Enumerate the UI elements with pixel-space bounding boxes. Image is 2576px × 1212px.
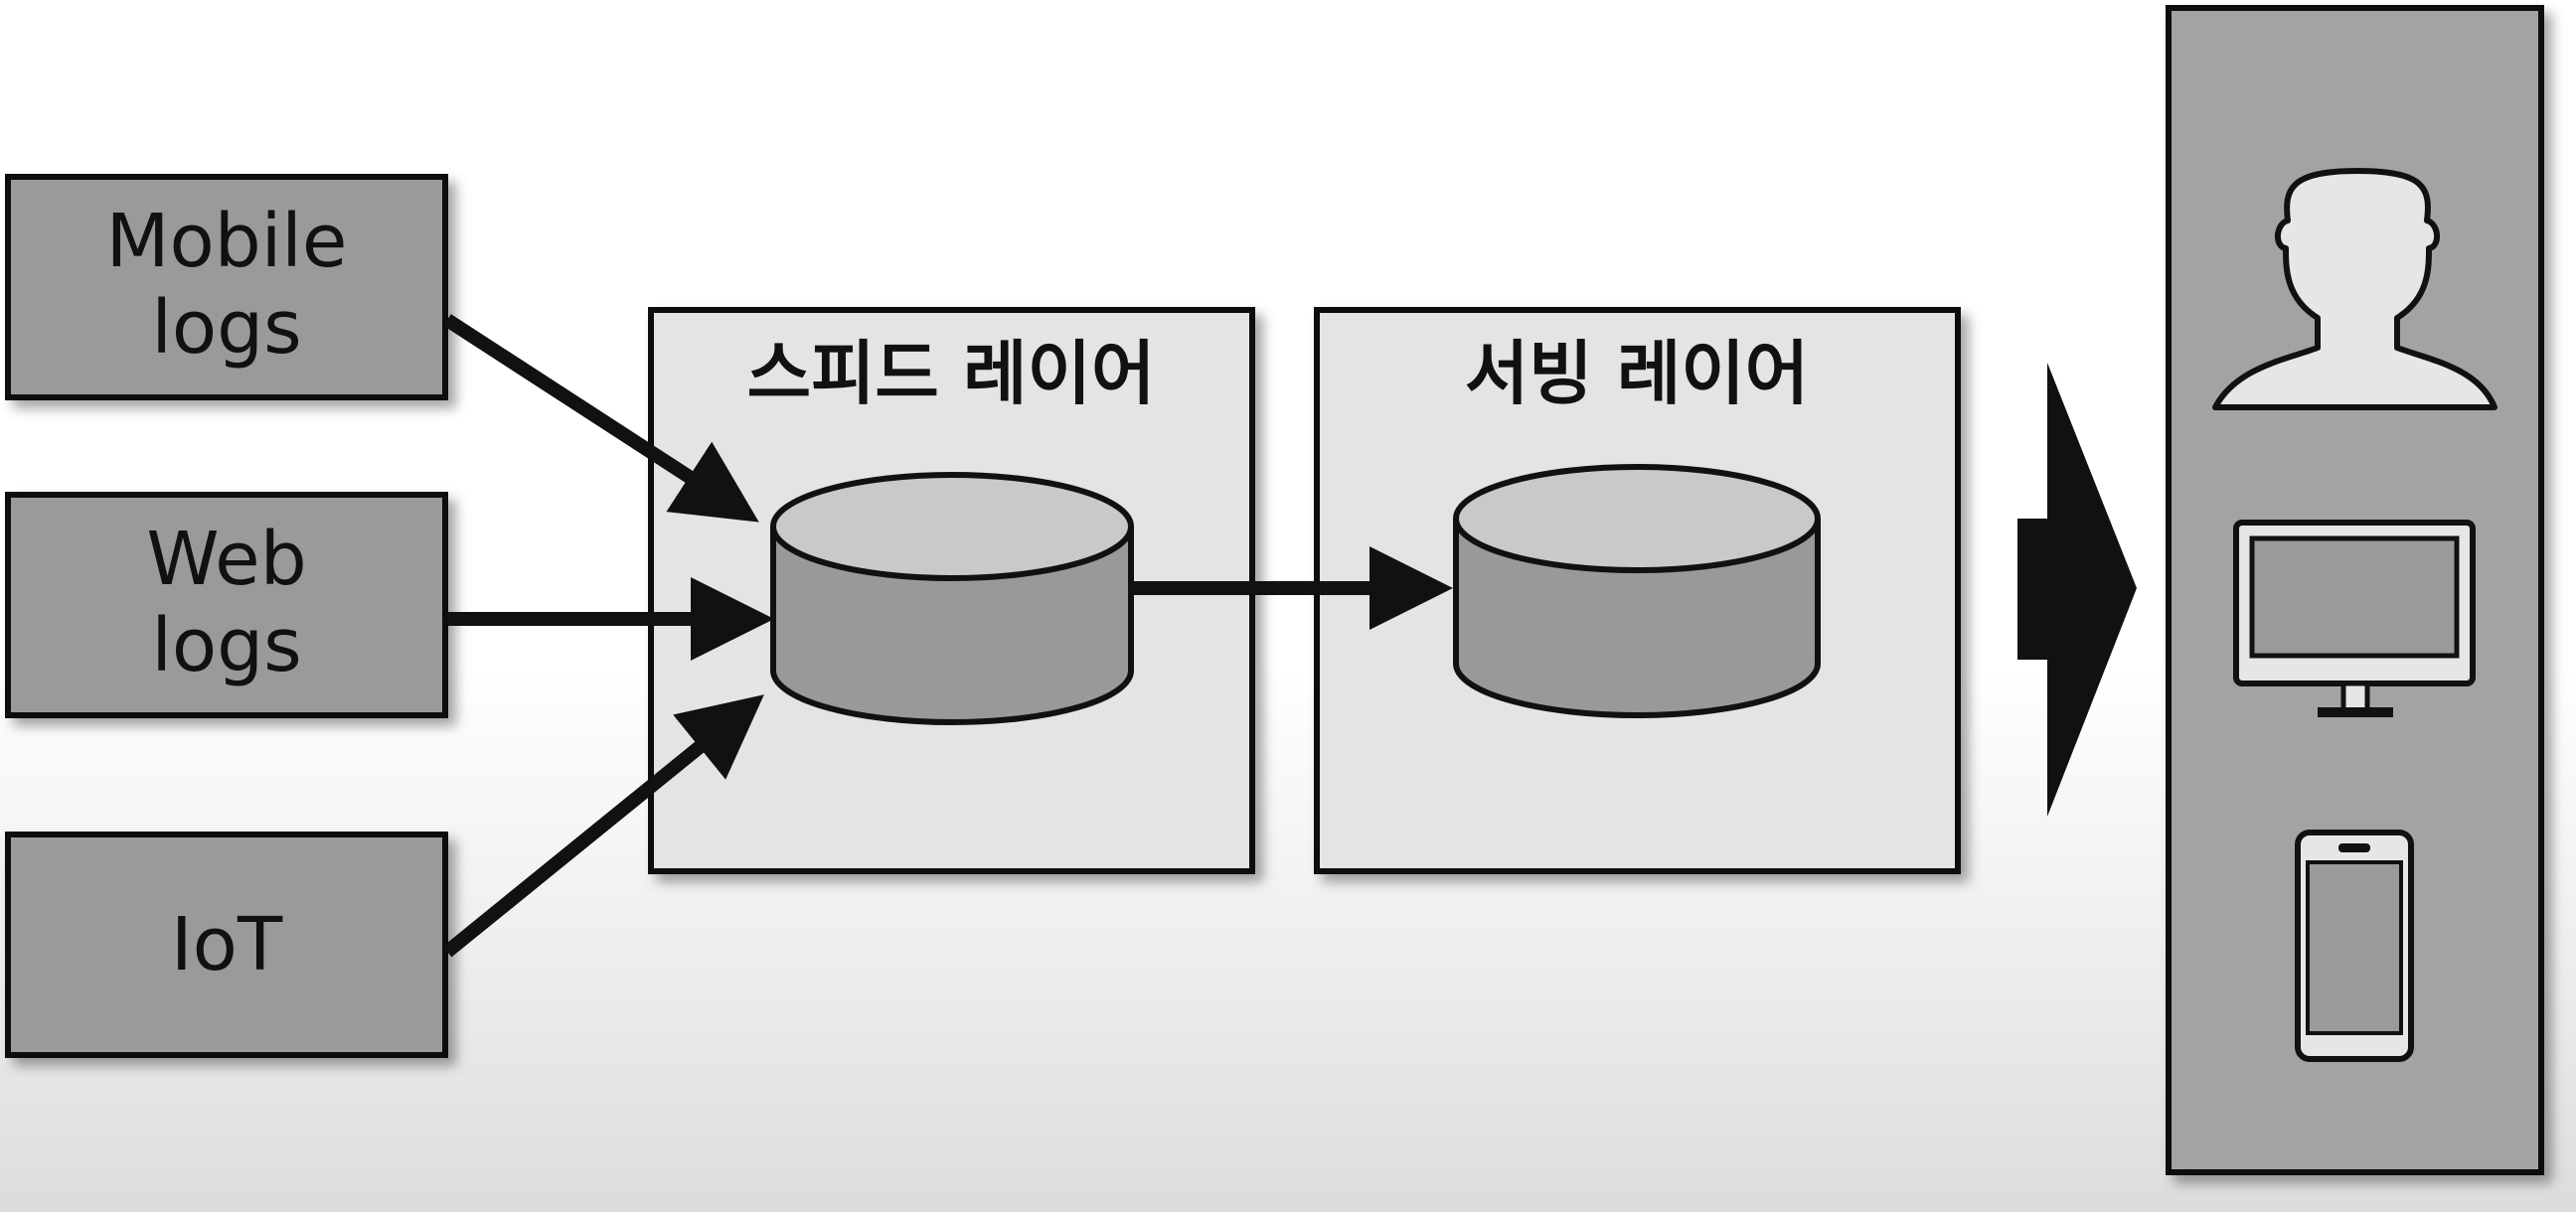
consumer-panel: [2166, 5, 2544, 1175]
source-mobile-logs: Mobile logs: [5, 174, 448, 400]
source-label-line1: Mobile: [106, 199, 348, 284]
big-arrow-to-consumers: [2017, 363, 2137, 817]
smartphone-icon: [2295, 830, 2414, 1062]
arrow-mobile-to-speed: [443, 314, 759, 523]
source-iot: IoT: [5, 832, 448, 1058]
source-web-logs: Web logs: [5, 492, 448, 718]
serving-layer-title: 서빙 레이어: [1465, 333, 1809, 414]
monitor-icon: [2233, 520, 2476, 717]
source-label: IoT: [171, 902, 283, 987]
person-icon: [2212, 168, 2497, 410]
speed-layer-title: 스피드 레이어: [747, 333, 1156, 414]
source-label-line2: logs: [151, 285, 301, 371]
speed-layer-database-icon: [770, 472, 1134, 725]
source-label-line2: logs: [151, 603, 301, 688]
source-label-line1: Web: [146, 517, 306, 602]
serving-layer-database-icon: [1453, 464, 1821, 718]
arrow-iot-to-speed: [442, 694, 764, 958]
